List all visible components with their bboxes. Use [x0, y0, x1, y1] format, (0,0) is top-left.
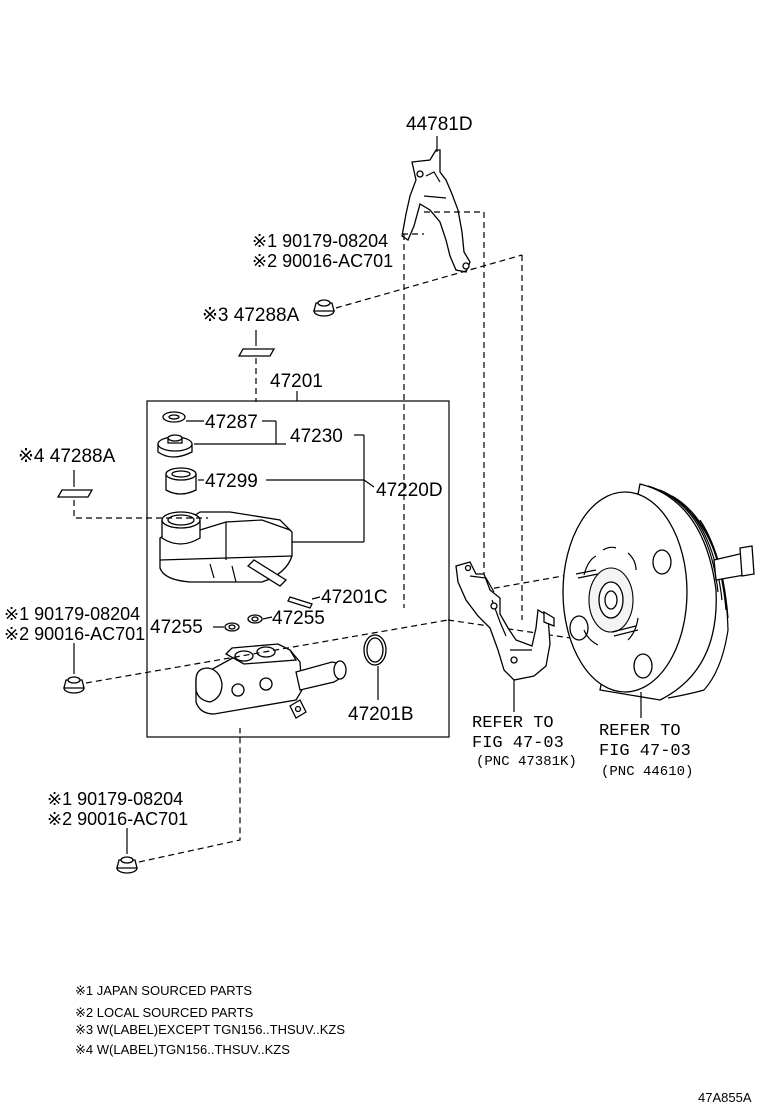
- note-4: ※4 W(LABEL)TGN156..THSUV..KZS: [75, 1042, 290, 1057]
- ref-2-line1: REFER TO: [599, 722, 681, 741]
- label-47288A-top: ※3 47288A: [202, 305, 300, 326]
- grommet-47255-b[interactable]: [247, 614, 263, 624]
- flange-nut-bottom[interactable]: [116, 856, 138, 874]
- flange-nut-upper[interactable]: [313, 299, 335, 317]
- label-47255-b: 47255: [272, 608, 325, 629]
- o-ring-47201B[interactable]: [363, 634, 387, 666]
- note-2: ※2 LOCAL SOURCED PARTS: [75, 1005, 254, 1020]
- note-3: ※3 W(LABEL)EXCEPT TGN156..THSUV..KZS: [75, 1022, 345, 1037]
- label-47288A-left: ※4 47288A: [18, 446, 116, 467]
- label-47299: 47299: [205, 471, 258, 492]
- reservoir-pin[interactable]: [287, 596, 313, 609]
- nut-group-1-line1: ※1 90179-08204: [252, 231, 388, 251]
- label-47201C: 47201C: [321, 587, 388, 608]
- nut-group-2-line2: ※2 90016-AC701: [4, 624, 145, 644]
- label-sticker-top[interactable]: [237, 348, 276, 357]
- label-47255-a: 47255: [150, 617, 203, 638]
- ref-1-line3: (PNC 47381K): [476, 754, 577, 770]
- label-sticker-left[interactable]: [56, 489, 94, 498]
- brake-fluid-reservoir[interactable]: [159, 511, 293, 587]
- reservoir-cap[interactable]: [157, 434, 193, 458]
- master-cylinder-body[interactable]: [195, 643, 347, 719]
- label-47287: 47287: [205, 412, 258, 433]
- booster-bracket[interactable]: [455, 561, 555, 681]
- ref-1-line1: REFER TO: [472, 714, 554, 733]
- label-47201B: 47201B: [348, 704, 414, 725]
- nut-group-3-line2: ※2 90016-AC701: [47, 809, 188, 829]
- reservoir-grommet[interactable]: [165, 467, 197, 495]
- figure-code: 47A855A: [698, 1090, 752, 1105]
- label-47230: 47230: [290, 426, 343, 447]
- ref-1-line2: FIG 47-03: [472, 734, 564, 753]
- label-44781D: 44781D: [406, 114, 473, 135]
- bracket-44781D[interactable]: [401, 149, 471, 273]
- brake-booster[interactable]: [562, 483, 755, 701]
- flange-nut-left[interactable]: [63, 676, 85, 694]
- nut-group-2-line1: ※1 90179-08204: [4, 604, 140, 624]
- grommet-47255-a[interactable]: [224, 622, 240, 632]
- label-47220D: 47220D: [376, 480, 443, 501]
- ref-2-line3: (PNC 44610): [601, 764, 693, 780]
- nut-group-1-line2: ※2 90016-AC701: [252, 251, 393, 271]
- note-1: ※1 JAPAN SOURCED PARTS: [75, 983, 252, 998]
- label-47201: 47201: [270, 371, 323, 392]
- reservoir-cap-strainer[interactable]: [162, 411, 186, 423]
- ref-2-line2: FIG 47-03: [599, 742, 691, 761]
- assembly-box-47201: [146, 400, 450, 738]
- nut-group-3-line1: ※1 90179-08204: [47, 789, 183, 809]
